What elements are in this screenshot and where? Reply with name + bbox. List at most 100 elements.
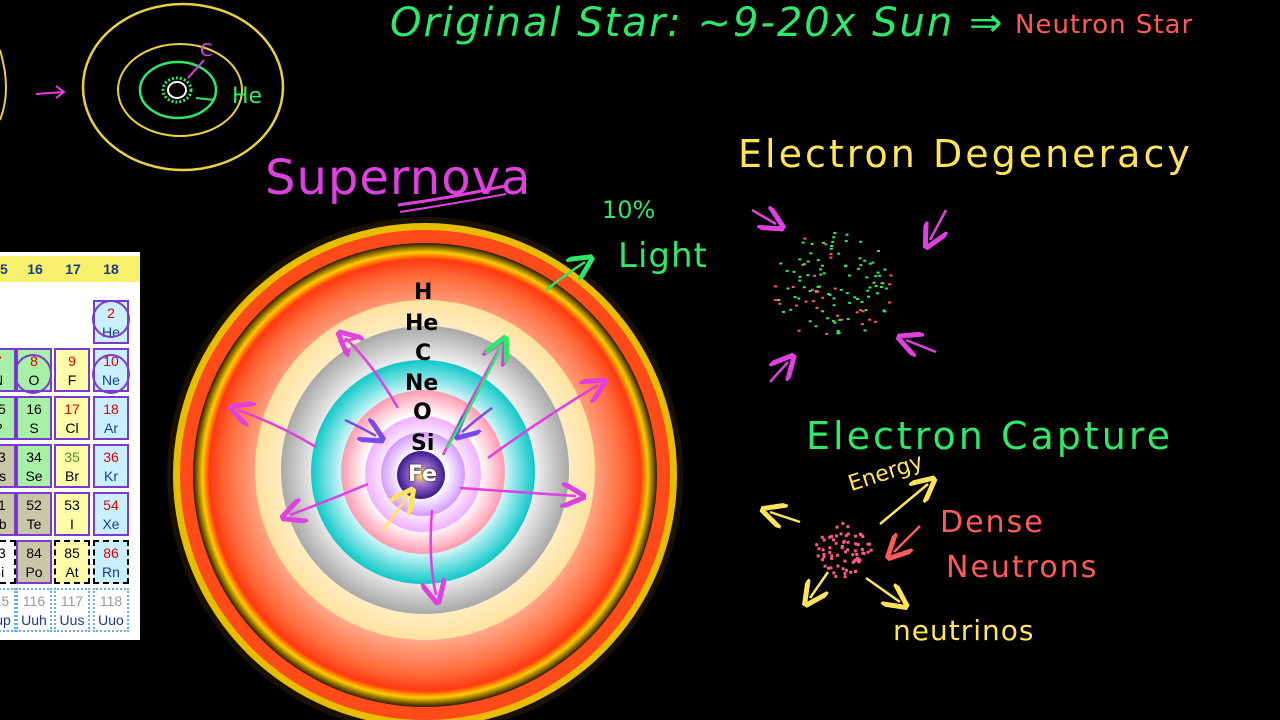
element-symbol: Te	[26, 516, 42, 532]
particle-dot	[848, 274, 851, 277]
element-cell: 33As	[0, 444, 16, 488]
element-symbol: Po	[25, 564, 43, 580]
neutron-dot	[820, 558, 824, 562]
degeneracy-particles	[774, 232, 893, 335]
neutron-dot	[854, 542, 858, 546]
dense-label: Dense	[940, 505, 1045, 540]
element-symbol: Ar	[104, 420, 118, 436]
particle-dot	[791, 286, 795, 288]
atomic-number: 15	[0, 401, 6, 417]
particle-dot	[875, 292, 879, 295]
particle-dot	[855, 311, 859, 314]
electron-capture-label: Electron Capture	[806, 414, 1174, 458]
group-header: 16	[27, 261, 43, 277]
particle-dot	[813, 274, 816, 277]
neutron-dot	[853, 549, 857, 553]
atomic-number: 86	[103, 545, 119, 561]
periodic-table-excerpt: 15 16 17 18 2He7N8O9F10Ne15P16S17Cl18Ar3…	[0, 252, 140, 640]
neutron-dot	[836, 564, 840, 568]
particle-dot	[868, 262, 872, 265]
particle-dot	[777, 299, 781, 301]
layer-label-o: O	[413, 400, 432, 425]
neutron-dot	[860, 548, 864, 551]
particle-dot	[845, 292, 849, 295]
particle-dot	[832, 304, 836, 307]
particle-dot	[861, 310, 865, 313]
particle-dot	[821, 310, 825, 313]
degeneracy-arrows	[751, 210, 946, 383]
particle-dot	[863, 329, 867, 332]
particle-dot	[866, 289, 870, 292]
neutron-dot	[861, 535, 865, 538]
atomic-number: 18	[103, 401, 119, 417]
atomic-number: 83	[0, 545, 6, 561]
neutron-dot	[835, 553, 839, 557]
particle-dot	[859, 309, 863, 312]
particle-dot	[883, 310, 887, 313]
particle-dot	[833, 287, 837, 290]
nova-underline	[397, 184, 506, 207]
highlight-circle	[92, 354, 130, 394]
neutron-dot	[845, 568, 849, 572]
neutron-dot	[835, 534, 838, 538]
title-original-star: Original Star: ~9-20x Sun ⇒	[390, 0, 1005, 46]
atomic-number: 7	[0, 352, 14, 371]
neutron-dot	[828, 535, 832, 539]
particle-dot	[846, 318, 850, 321]
particle-dot	[883, 268, 887, 271]
particle-dot	[778, 302, 782, 305]
particle-dot	[889, 274, 893, 277]
element-symbol: S	[29, 420, 39, 436]
particle-dot	[838, 318, 842, 321]
particle-dot	[822, 272, 826, 275]
capture-arrows	[770, 484, 928, 602]
atomic-number: 85	[64, 545, 80, 561]
neutron-dot	[858, 532, 862, 536]
particle-dot	[804, 300, 808, 303]
neutron-dot	[866, 550, 870, 554]
particle-dot	[774, 299, 778, 301]
particle-dot	[820, 264, 824, 267]
element-symbol: I	[70, 516, 74, 532]
particle-dot	[867, 295, 871, 298]
neutron-dot	[821, 548, 825, 552]
small-star-carbon-label: C	[200, 40, 213, 61]
atomic-number: 116	[22, 593, 46, 609]
particle-dot	[808, 320, 812, 323]
particle-dot	[816, 286, 820, 288]
light-label: Light	[618, 236, 708, 276]
particle-dot	[860, 323, 864, 326]
group-header: 18	[103, 261, 119, 277]
particle-dot	[837, 332, 841, 335]
element-symbol: Sb	[0, 516, 7, 532]
neutron-dot	[832, 571, 836, 575]
particle-dot	[845, 233, 849, 236]
neutron-dot	[815, 543, 819, 547]
neutron-dot	[869, 548, 873, 552]
neutron-dot	[822, 538, 826, 542]
neutron-dot	[828, 546, 832, 550]
neutron-dot	[846, 525, 850, 529]
particle-dot	[789, 308, 793, 311]
atomic-number: 54	[103, 497, 119, 513]
particle-dot	[833, 232, 837, 234]
particle-dot	[774, 285, 777, 288]
layer-label-h: H	[414, 280, 433, 305]
particle-dot	[794, 304, 798, 307]
particle-dot	[858, 257, 862, 260]
neutron-dot	[823, 564, 827, 568]
particle-dot	[779, 262, 783, 265]
group-header-row: 15 16 17 18	[0, 256, 140, 282]
particle-dot	[872, 281, 876, 284]
neutron-dot	[830, 556, 834, 560]
neutron-dot	[822, 555, 826, 559]
element-symbol: Cl	[65, 420, 79, 436]
layer-label-c: C	[415, 341, 432, 366]
particle-dot	[793, 296, 797, 299]
neutron-dot	[852, 559, 856, 563]
